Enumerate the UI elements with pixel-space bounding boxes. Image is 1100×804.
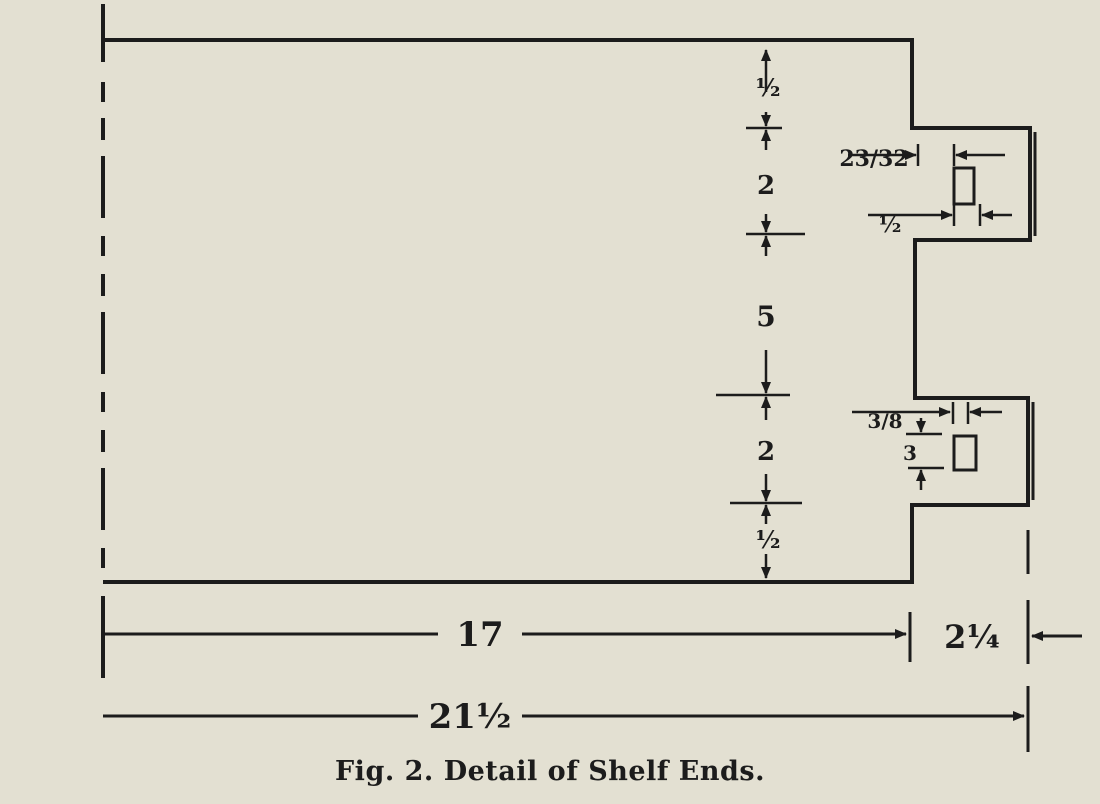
label-upper-gap: 2 [757,171,775,201]
label-lower-slot-offset: 3/8 [867,409,902,433]
label-upper-slot-width: ½ [879,212,902,238]
lower-slot [952,434,978,472]
upper-slot-dimensions [848,144,1012,226]
lower-slot-dimensions [852,402,1002,490]
label-bottom-margin: ½ [755,525,780,554]
label-upper-slot-offset: 23/32 [839,146,908,172]
label-body-length: 17 [456,615,503,655]
vertical-dimension-chain [716,49,805,579]
figure-caption: Fig. 2. Detail of Shelf Ends. [335,756,765,787]
label-middle-span: 5 [756,300,775,333]
label-lower-gap: 2 [757,437,775,467]
label-tab-length: 2¼ [944,618,1000,656]
horizontal-dimensions-row1 [103,530,1082,752]
shelf-outline [103,38,1032,584]
label-overall-length: 21½ [429,697,512,737]
upper-slot [952,166,976,206]
label-lower-slot-height: 3 [903,441,917,465]
label-top-margin: ½ [755,73,780,102]
